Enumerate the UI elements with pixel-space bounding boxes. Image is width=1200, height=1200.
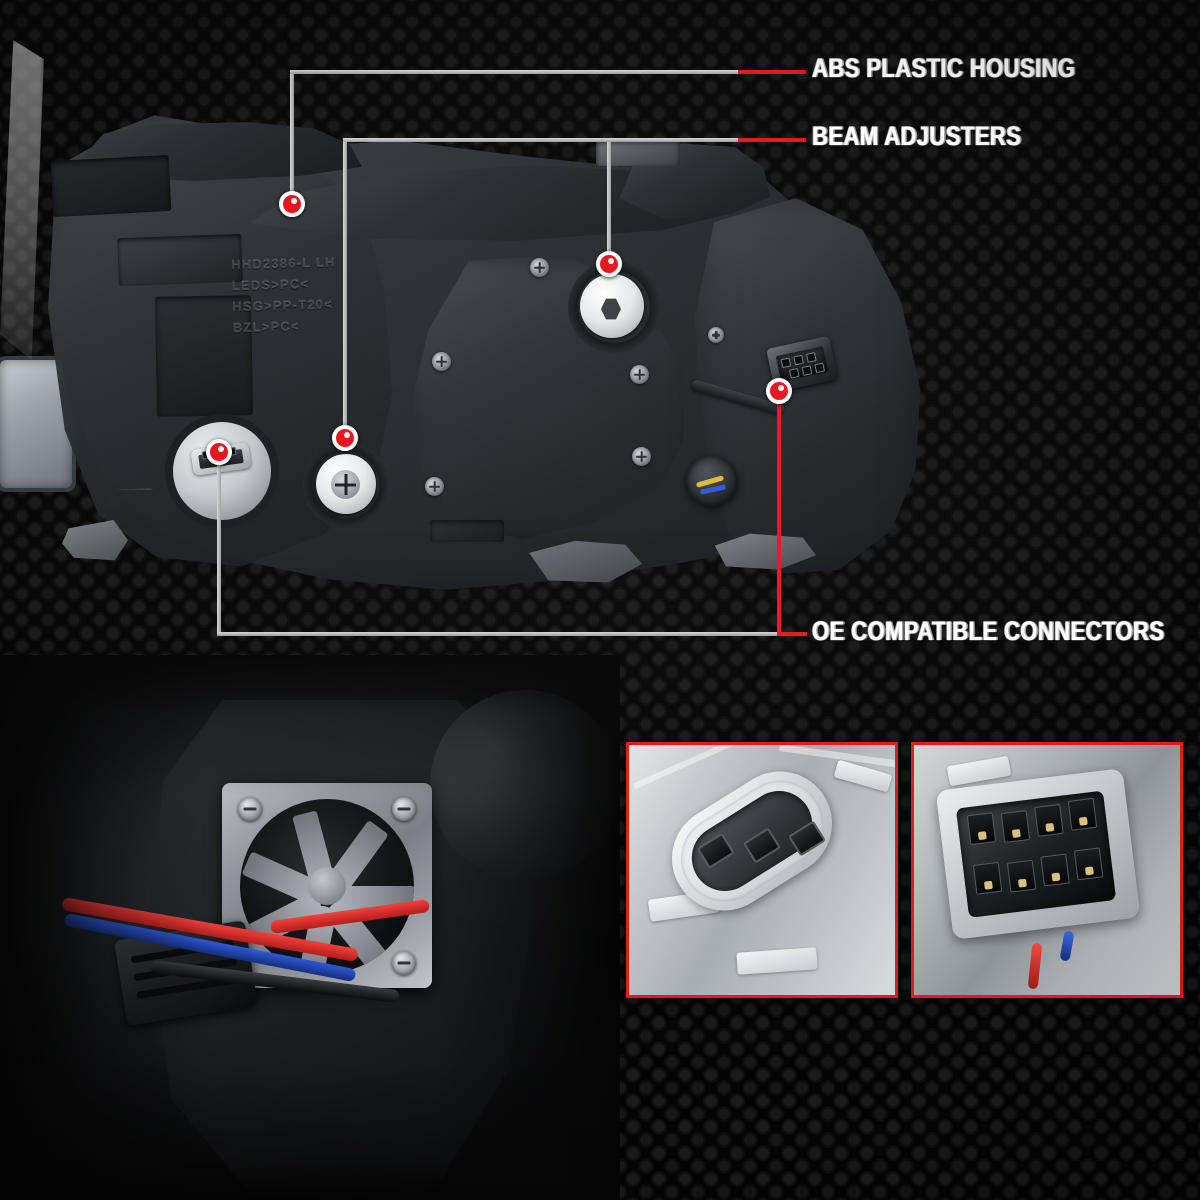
infographic-canvas: HHD2386-L LH LEDS>PC< HSG>PP-T20< BZL>PC… (0, 0, 1200, 1200)
global-vignette (0, 0, 1200, 1200)
